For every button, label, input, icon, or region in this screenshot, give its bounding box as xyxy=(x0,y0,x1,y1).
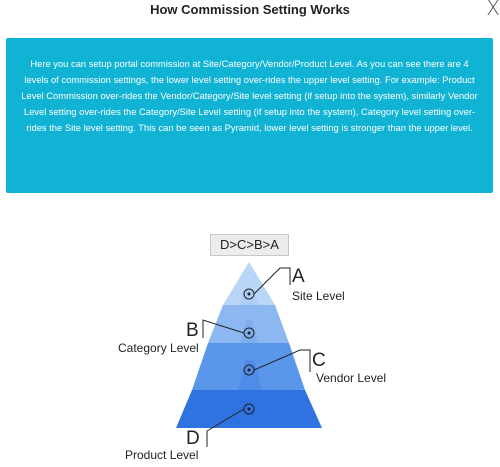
leader-b xyxy=(202,319,245,338)
level-label-product: Product Level xyxy=(125,448,198,462)
level-label-category: Category Level xyxy=(118,341,199,355)
info-text: Here you can setup portal commission at … xyxy=(21,58,478,134)
level-letter-c: C xyxy=(312,350,326,371)
pyramid-tier-site xyxy=(223,262,275,305)
leader-d xyxy=(206,408,245,447)
level-letter-a: A xyxy=(292,266,305,287)
level-letter-d: D xyxy=(186,428,200,449)
leader-a xyxy=(253,267,291,295)
leader-c xyxy=(253,349,311,372)
level-label-site: Site Level xyxy=(292,289,345,303)
level-letter-b: B xyxy=(186,320,199,341)
level-order-badge: D>C>B>A xyxy=(210,234,289,256)
info-box: Here you can setup portal commission at … xyxy=(6,38,493,193)
close-icon[interactable]: X xyxy=(486,0,500,20)
modal-title: How Commission Setting Works xyxy=(150,2,350,17)
level-label-vendor: Vendor Level xyxy=(316,371,386,385)
